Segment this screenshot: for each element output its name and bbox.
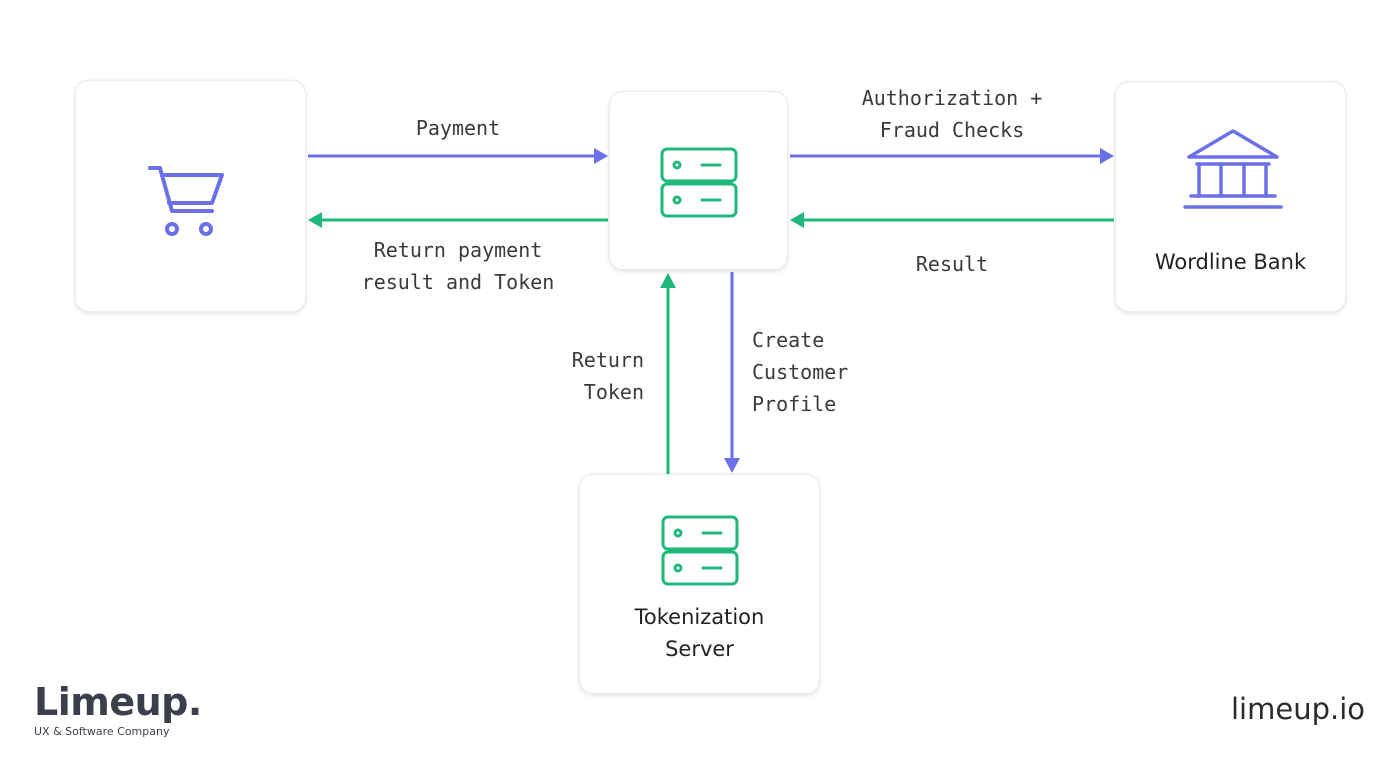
arrow-create-profile xyxy=(724,272,740,473)
create-profile-label: Create Customer Profile xyxy=(752,328,849,416)
shopping-cart-icon xyxy=(148,166,224,236)
result-label: Result xyxy=(915,252,989,276)
tokenization-server-node: Tokenization Server xyxy=(579,474,820,694)
payment-label: Payment xyxy=(415,116,501,140)
limeup-logo: Limeup. UX & Software Company xyxy=(34,680,202,739)
arrow-payment xyxy=(308,148,608,164)
arrow-authorization xyxy=(790,148,1114,164)
logo-name: Limeup. xyxy=(34,680,202,724)
return-token-label: Return Token xyxy=(571,348,644,404)
return-payment-label: Return payment result and Token xyxy=(361,238,555,294)
merchant-node xyxy=(75,80,306,312)
server-icon xyxy=(661,515,739,586)
logo-tagline: UX & Software Company xyxy=(34,725,170,738)
bank-icon xyxy=(1183,129,1283,209)
bank-node: Wordline Bank xyxy=(1115,81,1346,312)
authorization-label: Authorization + Fraud Checks xyxy=(861,86,1043,142)
tokenization-server-label: Tokenization Server xyxy=(634,605,765,661)
server-icon xyxy=(660,147,738,218)
website-link[interactable]: limeup.io xyxy=(1230,692,1365,726)
gateway-node xyxy=(609,91,788,270)
bank-label: Wordline Bank xyxy=(1154,250,1307,274)
arrow-return-payment xyxy=(308,212,608,228)
arrow-result xyxy=(790,212,1114,228)
arrow-return-token xyxy=(660,273,676,474)
